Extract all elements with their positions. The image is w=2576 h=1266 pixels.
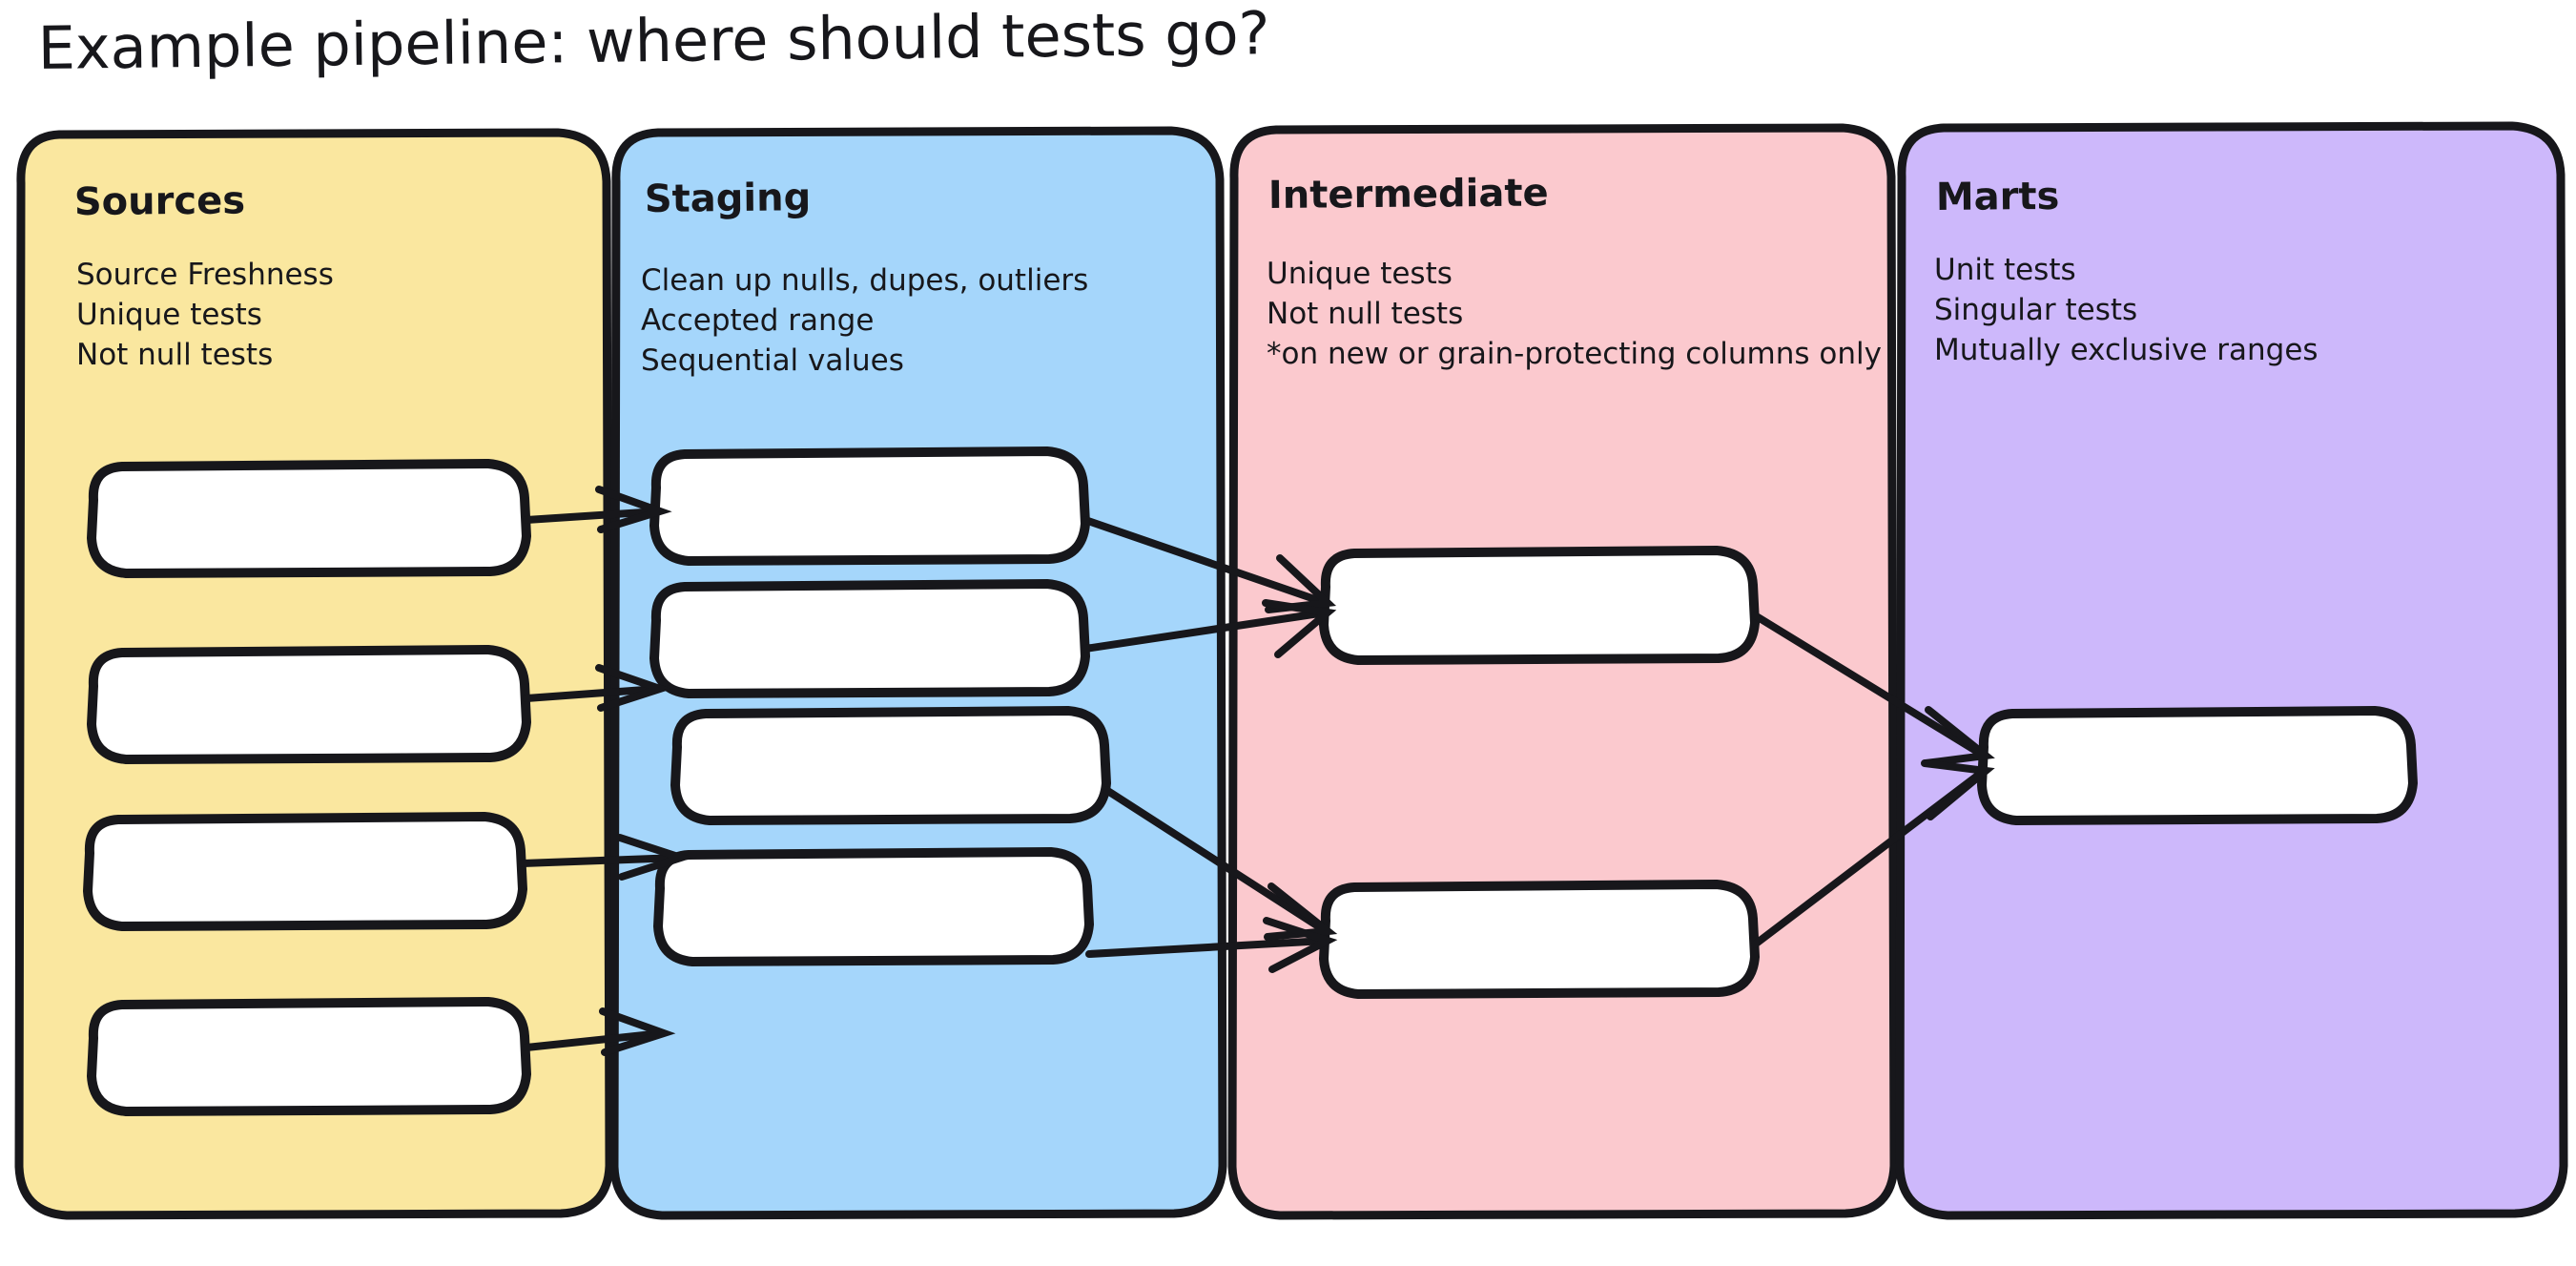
intermediate-note-3: *on new or grain-protecting columns only [1267,337,1882,371]
column-sources: Sources Source Freshness Unique tests No… [14,128,614,1220]
staging-heading: Staging [645,176,812,221]
staging-node-4[interactable] [653,847,1094,966]
staging-note-3: Sequential values [641,343,904,378]
marts-note-2: Singular tests [1934,293,2137,327]
edge-intermediate-2-marts-1 [1751,759,1995,948]
intermediate-note-2: Not null tests [1267,297,1463,331]
intermediate-node-2[interactable] [1319,880,1760,999]
edge-layer [519,486,1995,1056]
edge-intermediate-1-marts-1 [1751,612,1995,767]
staging-node-3[interactable] [670,706,1111,825]
marts-panel [1895,121,2568,1220]
intermediate-note-1: Unique tests [1267,257,1453,291]
intermediate-node-1[interactable] [1319,546,1760,665]
edge-sources-4-staging-4 [523,1007,676,1056]
column-intermediate: Intermediate Unique tests Not null tests… [1227,123,1899,1220]
staging-note-1: Clean up nulls, dupes, outliers [641,263,1088,298]
intermediate-panel [1227,123,1899,1220]
marts-note-1: Unit tests [1934,253,2076,287]
edge-staging-4-intermediate-2 [1085,917,1338,973]
intermediate-heading: Intermediate [1268,171,1549,218]
sources-heading: Sources [74,178,246,224]
marts-node-1[interactable] [1977,706,2418,825]
sources-note-2: Unique tests [76,298,262,332]
edge-staging-2-intermediate-1 [1082,599,1337,658]
sources-note-3: Not null tests [76,338,273,372]
staging-node-2[interactable] [649,579,1090,698]
column-staging: Staging Clean up nulls, dupes, outliers … [609,126,1227,1220]
page-title: Example pipeline: where should tests go? [37,0,1270,83]
sources-node-4[interactable] [87,997,531,1116]
edge-staging-3-intermediate-2 [1103,786,1338,941]
staging-node-1[interactable] [649,446,1090,566]
edge-sources-3-staging-3 [519,834,693,881]
column-marts: Marts Unit tests Singular tests Mutually… [1895,121,2568,1220]
sources-node-1[interactable] [87,459,531,578]
sources-node-2[interactable] [87,645,531,764]
sources-note-1: Source Freshness [76,258,334,292]
edge-sources-2-staging-2 [523,664,672,712]
staging-note-2: Accepted range [641,303,874,338]
marts-heading: Marts [1936,175,2060,219]
sources-node-3[interactable] [83,812,527,931]
edge-sources-1-staging-1 [523,486,672,533]
marts-note-3: Mutually exclusive ranges [1934,333,2318,367]
